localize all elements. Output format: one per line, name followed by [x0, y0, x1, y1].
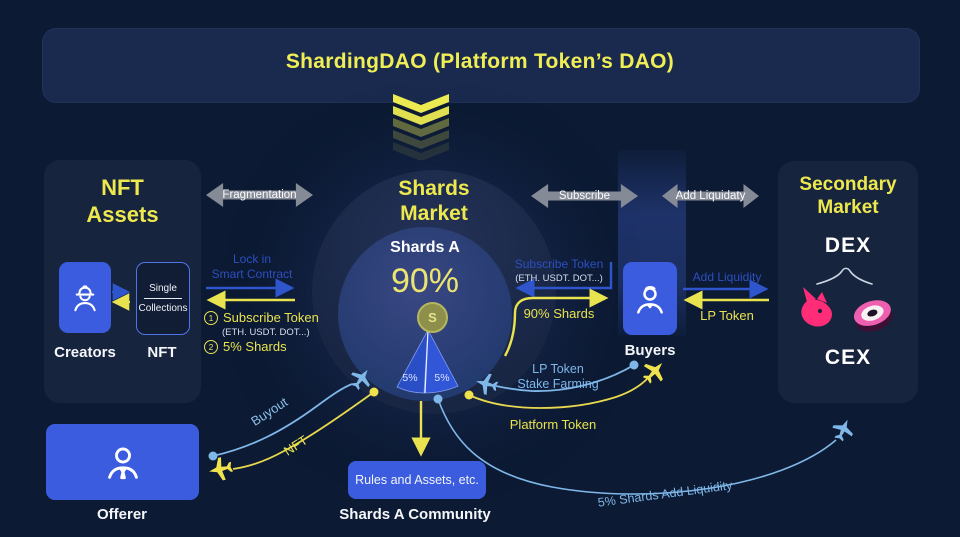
platform-token-label: Platform Token — [509, 417, 597, 432]
shards-a-share: 90% — [390, 262, 460, 300]
uniswap-unicorn-icon — [801, 287, 832, 327]
flow-item-tokens: (ETH. USDT. DOT...) — [222, 327, 310, 338]
shards-a-name: Shards A — [390, 239, 460, 256]
worker-icon — [74, 284, 96, 311]
shards-a-community-label: Shards A Community — [339, 506, 491, 523]
dao-banner — [42, 28, 920, 103]
nft-plane-icon — [206, 455, 235, 483]
creators-label: Creators — [54, 344, 116, 361]
slice-right-label: 5% — [434, 372, 450, 384]
fragmentation-arrow: Fragmentation — [206, 182, 313, 208]
buyers-label: Buyers — [624, 342, 676, 359]
nft-box-divider — [144, 298, 182, 299]
subscribe-label: Subscribe — [558, 190, 611, 202]
nft-label: NFT — [147, 344, 177, 361]
dex-label: DEX — [824, 234, 872, 257]
lp-token-stake-line1: LP Token — [532, 362, 584, 376]
secondary-market-title: Secondary Market — [799, 174, 897, 218]
rules-box-text: Rules and Assets, etc. — [355, 473, 479, 487]
circled-one-icon: 1 — [204, 310, 218, 325]
ninety-pct-shards-label: 90% Shards — [523, 306, 595, 321]
add-liquidaty-label: Add Liquidaty — [675, 190, 746, 202]
chevron-down-icon — [393, 94, 449, 160]
rules-box: Rules and Assets, etc. — [348, 461, 486, 499]
coin-s-icon: S — [417, 302, 448, 333]
add-liquidity-label: Add Liquidity — [692, 270, 762, 284]
offerer-box — [46, 424, 199, 500]
subscribe-tokens-list: (ETH. USDT. DOT...) — [515, 273, 603, 284]
nft-assets-title: NFT Assets — [86, 175, 159, 227]
slice-left-label: 5% — [402, 372, 418, 384]
buyer-person-icon — [637, 285, 663, 314]
flow-item-5pct-shards: 2 5% Shards — [204, 339, 287, 354]
sushiswap-sushi-icon — [853, 300, 893, 332]
nft-single-collections-box: Single Collections — [136, 262, 190, 335]
subscribe-arrow: Subscribe — [531, 183, 638, 209]
offerer-person-icon — [107, 447, 138, 480]
platform-plane-icon — [637, 355, 671, 389]
fragmentation-label: Fragmentation — [222, 189, 297, 201]
liquidity-plane-icon — [829, 415, 858, 444]
creators-box — [59, 262, 111, 333]
nft-box-collections: Collections — [138, 303, 188, 314]
lp-token-stake-line2: Stake Farming — [517, 377, 599, 391]
lp-stake-origin-dot — [629, 360, 639, 370]
shards-add-liquidity-curve — [437, 398, 837, 495]
offerer-label: Offerer — [96, 506, 148, 523]
nft-box-single: Single — [149, 283, 177, 294]
shards-add-liquidity-label: 5% Shards Add Liquidity — [596, 478, 734, 510]
buyout-origin-dot — [208, 451, 218, 461]
buyout-label: Buyout — [248, 394, 291, 429]
lock-in-smart-contract-label: Lock in Smart Contract — [211, 252, 293, 281]
double-arrow-icon — [662, 184, 759, 208]
nft-curve-label: NFT — [280, 432, 311, 459]
nft-curve — [232, 391, 375, 470]
flow-item-subscribe-token: 1 Subscribe Token — [204, 310, 319, 325]
cex-label: CEX — [824, 346, 872, 369]
circled-two-icon: 2 — [204, 339, 218, 354]
dao-banner-title: ShardingDAO (Platform Token’s DAO) — [285, 50, 675, 73]
subscribe-token-label: Subscribe Token — [514, 257, 604, 271]
double-arrow-icon — [531, 184, 638, 208]
add-liquidaty-arrow: Add Liquidaty — [662, 183, 759, 209]
shards-market-title: Shards Market — [398, 177, 470, 225]
lp-token-label: LP Token — [700, 308, 754, 323]
double-arrow-icon — [206, 183, 313, 207]
buyers-box — [623, 262, 677, 335]
